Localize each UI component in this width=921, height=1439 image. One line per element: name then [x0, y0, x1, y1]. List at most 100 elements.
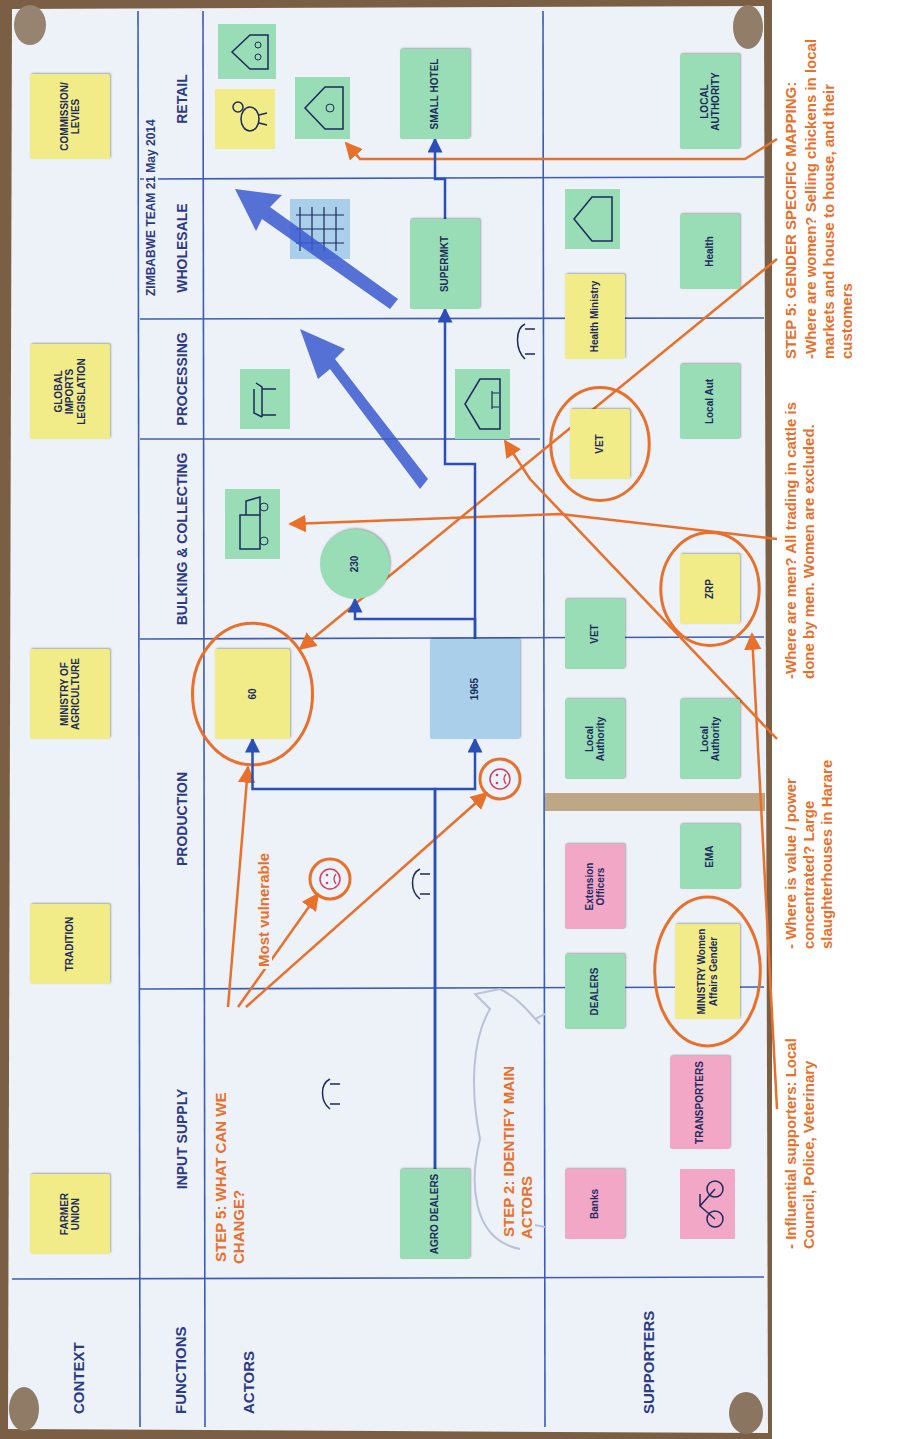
note-text: SUPERMKT [439, 223, 451, 305]
note-text: TRANSPORTERS [694, 1060, 706, 1145]
note-text: LOCAL AUTHORITY [699, 58, 722, 145]
map-title: ZIMBABWE TEAM 21 May 2014 [144, 116, 158, 299]
leader-line [228, 767, 248, 1007]
sticky-note: Extension Officers [565, 844, 625, 929]
label-text: STEP 5: WHAT CAN WE CHANGE? [212, 1093, 247, 1264]
label-text: WHOLESALE [174, 200, 190, 295]
sticky-note: AGRO DEALERS [400, 1169, 470, 1259]
sticky-note: TRADITION [30, 904, 110, 984]
sticky-note: FARMER UNION [30, 1174, 110, 1254]
column-line [12, 1277, 764, 1279]
rock [733, 5, 763, 49]
label-text: PRODUCTION [174, 769, 190, 869]
house-note [295, 77, 350, 139]
cow-outline [474, 989, 545, 1249]
note-text: LEGISLATION [76, 348, 88, 435]
note-text: MINISTRY Women Affairs Gender [696, 928, 719, 1015]
note-text: 60 [247, 653, 259, 735]
label-text: BULKING & COLLECTING [174, 450, 190, 629]
sticky-note: SUPERMKT [410, 219, 480, 309]
label-text: PROCESSING [174, 329, 190, 428]
label-text: INPUT SUPPLY [174, 1086, 190, 1193]
flow-arrow [235, 189, 398, 309]
function-heading: INPUT SUPPLY [174, 1009, 191, 1269]
leader-line [752, 634, 777, 1109]
sticky-note: ZRP [680, 554, 740, 624]
note-text: Extension Officers [584, 848, 607, 925]
step-note: Most vulnerable [255, 851, 273, 969]
note-text: Health Ministry [589, 278, 601, 355]
label-text: STEP 2: IDENTIFY MAIN ACTORS [500, 1066, 535, 1239]
note-text: GLOBAL IMPORTS [53, 348, 76, 435]
actor-circle: 230 [320, 529, 390, 599]
bicycle-note [680, 1169, 735, 1239]
cattle-sketch [323, 869, 431, 1109]
note-text: Health [704, 218, 716, 285]
flow-connector [435, 139, 445, 219]
sticky-note: EMA [680, 824, 740, 889]
note-text: VET [589, 603, 601, 665]
note-text: VET [594, 413, 606, 475]
highlight-circle [655, 897, 761, 1046]
sticky-note: Health [680, 214, 740, 289]
slaughterhouse-note [455, 369, 510, 439]
row-line [138, 11, 140, 1427]
leader-line [238, 894, 318, 1007]
sticky-note: SMALL HOTEL [400, 49, 470, 139]
function-heading: PROCESSING [174, 322, 191, 436]
column-line [140, 177, 764, 179]
flow-arrow [300, 329, 428, 489]
note-text: 1965 [469, 643, 481, 735]
note-text: Banks [589, 1173, 601, 1235]
market-note [218, 24, 276, 79]
step-note: STEP 2: IDENTIFY MAIN ACTORS [500, 1009, 536, 1239]
annotation-note: -Where are women? Selling chickens in lo… [802, 19, 856, 359]
note-text: Local Authority [699, 703, 722, 775]
leader-line [246, 793, 487, 1007]
note-text: AGRO DEALERS [429, 1173, 441, 1255]
function-heading: WHOLESALE [174, 181, 191, 315]
sticky-note: MINISTRY OF AGRICULTURE [30, 649, 110, 739]
row-heading: ACTORS [240, 1348, 258, 1417]
cattle-note [240, 369, 290, 429]
ground [0, 0, 772, 1439]
rock [9, 1387, 39, 1431]
note-text: 230 [349, 533, 361, 595]
label-text: Most vulnerable [255, 851, 272, 969]
row-line [543, 11, 545, 1427]
flow-connector [253, 739, 436, 1169]
tape-strip [545, 793, 765, 811]
note-text: ZRP [704, 558, 716, 620]
column-line [140, 318, 764, 319]
note-text: Local Aut [704, 368, 716, 435]
flow-connector [355, 599, 475, 639]
annotation-note: -Where are men? All trading in cattle is… [782, 389, 818, 679]
step-note: STEP 5: WHAT CAN WE CHANGE? [212, 1014, 248, 1264]
function-heading: PRODUCTION [174, 659, 191, 979]
sticky-note: VET [565, 599, 625, 669]
sticky-note: 1965 [430, 639, 520, 739]
highlight-circle [661, 533, 759, 646]
sticky-note: GLOBAL IMPORTSLEGISLATION [30, 344, 110, 439]
note-text: COMMISSION/ LEVIES [59, 78, 82, 155]
function-heading: RETAIL [174, 24, 191, 174]
note-text: SMALL HOTEL [429, 53, 441, 135]
rock [729, 1392, 763, 1434]
annotation-note: - Influential supporters: Local Council,… [782, 979, 818, 1249]
sticky-note: 60 [215, 649, 290, 739]
row-heading: SUPPORTERS [640, 1308, 658, 1417]
row-heading: FUNCTIONS [172, 1324, 190, 1418]
leader-line [505, 441, 777, 739]
chicken-note [215, 89, 275, 149]
row-heading: CONTEXT [70, 1339, 88, 1417]
note-text: MINISTRY OF AGRICULTURE [59, 653, 82, 735]
annotation-note: STEP 5: GENDER SPECIFIC MAPPING: [782, 19, 800, 359]
row-line [203, 11, 205, 1427]
sticky-note: Local Aut [680, 364, 740, 439]
note-text: EMA [704, 828, 716, 885]
label-text: RETAIL [174, 71, 190, 127]
grid-lines [12, 11, 764, 1427]
sticky-note: VET [570, 409, 630, 479]
pig-sketch [518, 324, 536, 359]
sticky-note: DEALERS [565, 954, 625, 1029]
